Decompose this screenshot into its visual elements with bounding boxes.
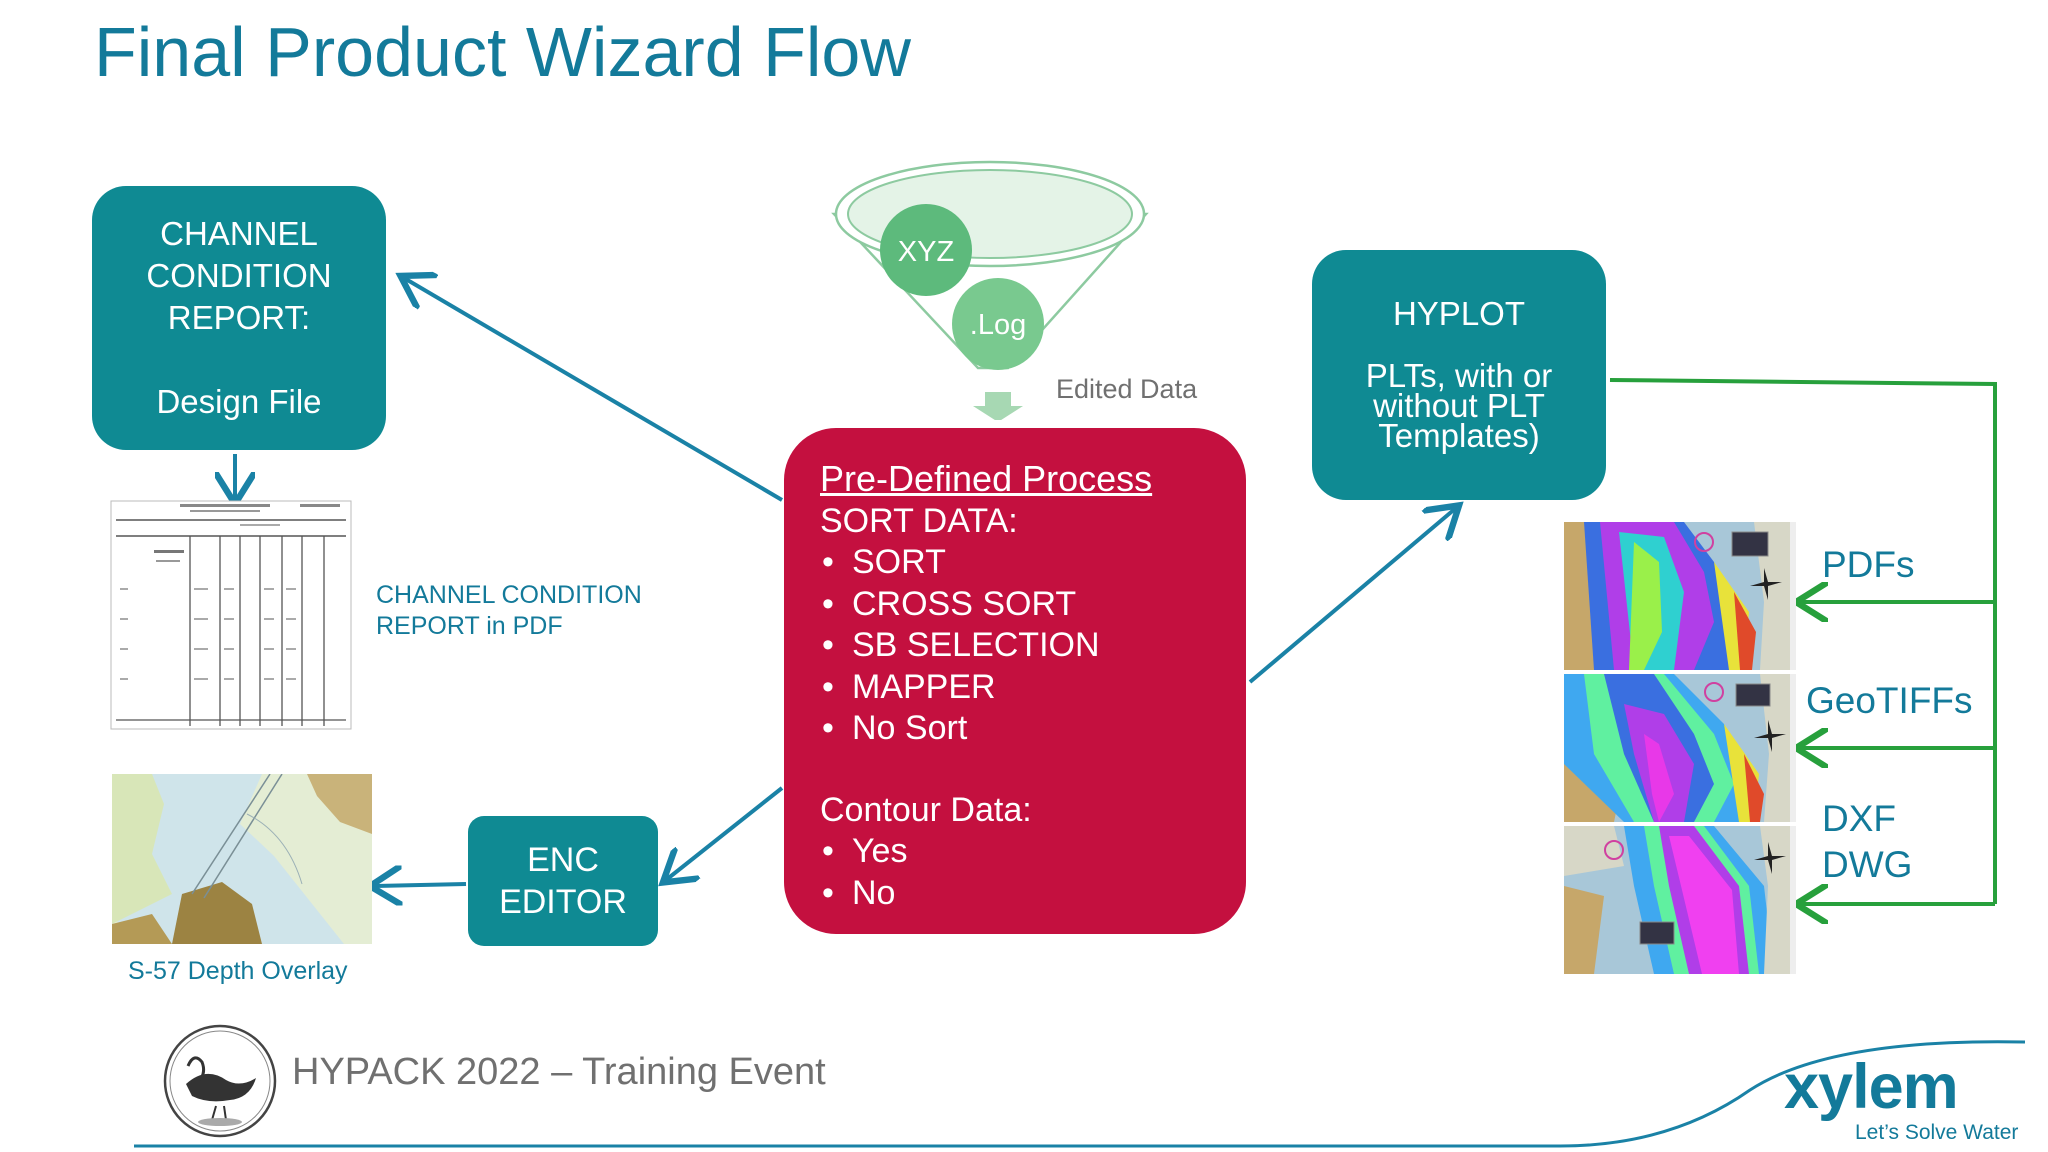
hyplot-line1: HYPLOT [1392, 295, 1526, 332]
log-circle: .Log [952, 278, 1044, 370]
ccr-line3: REPORT: [167, 299, 311, 336]
xylem-logo: xylem [1784, 1052, 1959, 1122]
output-bracket [1609, 378, 1997, 904]
enc-line1: ENC [527, 841, 599, 879]
data-funnel: XYZ .Log [831, 160, 1149, 420]
map-thumbnail-dxf [1564, 826, 1796, 974]
s57-caption: S-57 Depth Overlay [128, 957, 348, 985]
footer-event-text: HYPACK 2022 – Training Event [292, 1051, 826, 1093]
sort-option: SORT [820, 542, 1100, 584]
arrow-to-channel-report [404, 278, 784, 502]
log-label: .Log [970, 309, 1026, 341]
sort-option: MAPPER [820, 667, 1100, 709]
pdf-caption-line2: REPORT in PDF [376, 612, 563, 640]
sort-option: CROSS SORT [820, 584, 1100, 626]
sort-option: No Sort [820, 708, 1100, 750]
contour-options-list: Yes No [820, 831, 907, 914]
enc-line2: EDITOR [499, 883, 627, 921]
hyplot-line2: PLTs, with or [1365, 357, 1553, 394]
dxf-dwg-label: DXF DWG [1822, 796, 1912, 888]
pdf-caption-line1: CHANNEL CONDITION [376, 581, 642, 609]
hyplot-line3: without PLT [1373, 387, 1545, 424]
hyplot-box: HYPLOT PLTs, with or without PLT Templat… [1312, 250, 1606, 500]
down-arrow-icon [973, 392, 1023, 420]
pre-defined-process-box: Pre-Defined Process SORT DATA: SORT CROS… [784, 428, 1246, 934]
process-title: Pre-Defined Process [820, 458, 1153, 499]
xylem-tagline: Let’s Solve Water [1855, 1121, 2019, 1144]
ccr-line4: Design File [156, 383, 322, 420]
sort-data-heading: SORT DATA: [820, 501, 1018, 540]
footer-wave-line [134, 1040, 2026, 1148]
dxf-label: DXF [1822, 798, 1896, 839]
channel-condition-report-box: CHANNEL CONDITION REPORT: Design File [92, 186, 386, 450]
sort-option: SB SELECTION [820, 625, 1100, 667]
pdf-report-thumbnail [110, 500, 352, 730]
pdf-report-caption: CHANNEL CONDITION REPORT in PDF [376, 580, 642, 642]
enc-editor-box: ENC EDITOR [468, 816, 658, 946]
map-thumbnail-geotiff [1564, 674, 1796, 822]
slide-title: Final Product Wizard Flow [94, 13, 911, 91]
s57-overlay-thumbnail [112, 774, 372, 944]
arrow-to-enc-editor [666, 786, 784, 880]
contour-option: No [820, 873, 907, 915]
ccr-line2: CONDITION [146, 257, 332, 294]
arrow-to-s57-overlay [374, 884, 467, 886]
edited-data-label: Edited Data [1056, 374, 1198, 404]
sort-options-list: SORT CROSS SORT SB SELECTION MAPPER No S… [820, 542, 1100, 750]
pdfs-label: PDFs [1822, 544, 1915, 585]
ccr-line1: CHANNEL [160, 215, 318, 252]
contour-option: Yes [820, 831, 907, 873]
xyz-circle: XYZ [880, 204, 972, 296]
dwg-label: DWG [1822, 844, 1913, 885]
contour-data-heading: Contour Data: [820, 790, 1032, 829]
arrow-to-hyplot [1248, 508, 1456, 684]
hypack-logo [163, 1024, 277, 1138]
map-thumbnail-pdf [1564, 522, 1796, 670]
hyplot-line4: Templates) [1378, 417, 1540, 454]
geotiffs-label: GeoTIFFs [1806, 680, 1973, 721]
xyz-label: XYZ [898, 236, 954, 268]
